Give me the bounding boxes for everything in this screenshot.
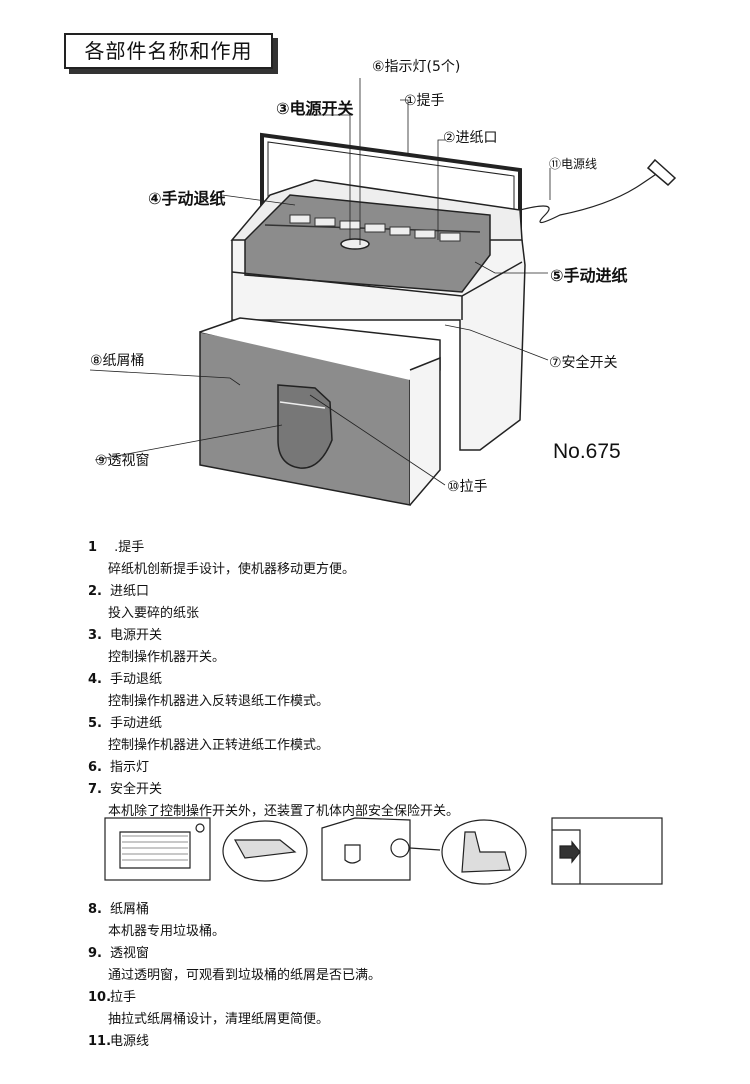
list-item: 8.纸屑桶 (88, 898, 149, 917)
list-item-desc: 通过透明窗，可观看到垃圾桶的纸屑是否已满。 (108, 964, 381, 983)
list-item: 5.手动进纸 (88, 712, 162, 731)
list-item: 2.进纸口 (88, 580, 149, 599)
list-item: 9.透视窗 (88, 942, 149, 961)
label-bin: ⑧纸屑桶 (90, 350, 145, 370)
label-pull-handle: ⑩拉手 (447, 476, 488, 496)
label-power-cord: ⑪电源线 (549, 155, 597, 172)
list-item-desc: 抽拉式纸屑桶设计，清理纸屑更简便。 (108, 1008, 329, 1027)
model-number: No.675 (553, 440, 621, 464)
list-item: 6.指示灯 (88, 756, 149, 775)
list-item: 4.手动退纸 (88, 668, 162, 687)
label-safety-switch: ⑦安全开关 (549, 352, 618, 372)
list-item-desc: 控制操作机器进入反转退纸工作模式。 (108, 690, 329, 709)
label-window: ⑨透视窗 (95, 450, 150, 470)
list-item: 1 .提手 (88, 536, 144, 555)
label-handle: ①提手 (404, 90, 445, 110)
safety-switch-illustration (0, 810, 750, 895)
list-item: 3.电源开关 (88, 624, 162, 643)
shredder-diagram (0, 0, 750, 525)
list-item: 7.安全开关 (88, 778, 162, 797)
label-paper-inlet: ②进纸口 (443, 127, 498, 147)
list-item-desc: 投入要碎的纸张 (108, 602, 199, 621)
list-item-desc: 控制操作机器进入正转进纸工作模式。 (108, 734, 329, 753)
list-item-desc: 控制操作机器开关。 (108, 646, 225, 665)
label-manual-reverse: ④手动退纸 (148, 185, 226, 209)
list-item: 11.电源线 (88, 1030, 149, 1049)
label-manual-feed: ⑤手动进纸 (550, 262, 628, 286)
list-item-desc: 本机器专用垃圾桶。 (108, 920, 225, 939)
label-indicator: ⑥指示灯(5个) (372, 56, 460, 76)
list-item: 10.拉手 (88, 986, 136, 1005)
label-power-switch: ③电源开关 (276, 95, 354, 119)
list-item-desc: 碎纸机创新提手设计，使机器移动更方便。 (108, 558, 355, 577)
